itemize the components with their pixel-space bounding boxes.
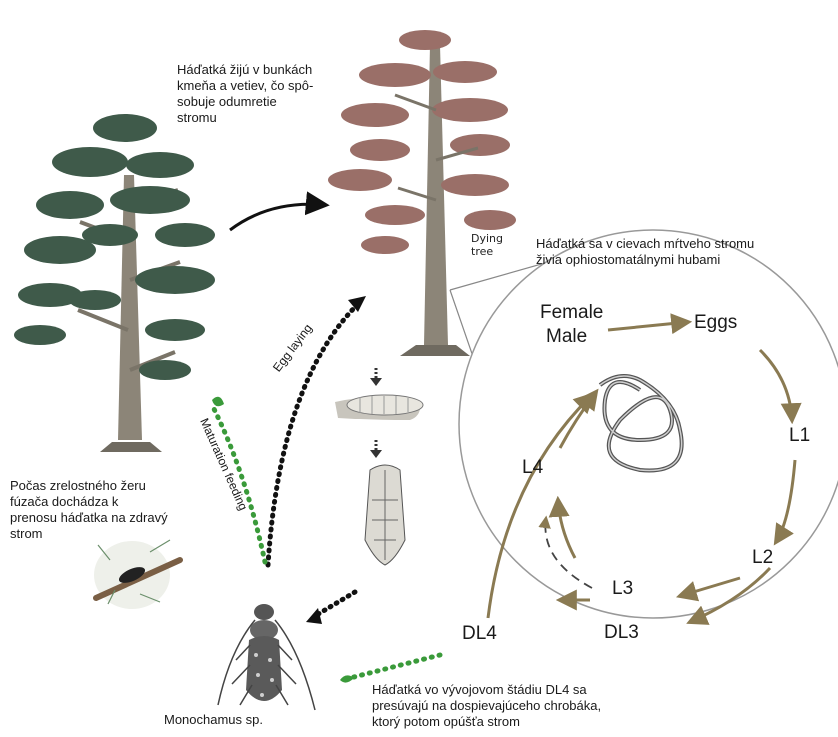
stage-dl3: DL3: [604, 622, 639, 644]
nematodes-in-cells-text: Háďatká žijú v bunkách kmeňa a vetiev, č…: [177, 62, 357, 126]
infection-arrow: [230, 204, 325, 230]
beetle-on-branch-inset: [94, 540, 180, 609]
beetle-label: Monochamus sp.: [164, 712, 263, 728]
egg-laying-dotted-arrow: [268, 302, 360, 565]
stage-eggs: Eggs: [694, 312, 737, 334]
dl4-transfer-dotted-line: [350, 655, 440, 678]
transmission-note-text: Počas zrelostného žeru fúzača dochádza k…: [10, 478, 210, 542]
stage-l4: L4: [522, 457, 543, 479]
stage-l3: L3: [612, 578, 633, 600]
larva-stage: [335, 368, 423, 420]
stage-l1: L1: [789, 425, 810, 447]
life-cycle-circle: [459, 230, 838, 618]
dying-tree-label: Dying tree: [471, 232, 521, 258]
stage-dl4: DL4: [462, 623, 497, 645]
dl4-transfer-note-text: Háďatká vo vývojovom štádiu DL4 sa presú…: [372, 682, 692, 730]
stage-male: Male: [546, 326, 587, 348]
monochamus-beetle: [218, 604, 315, 710]
adult-dotted-arrow: [315, 592, 355, 616]
nematodes-feed-fungi-text: Háďatká sa v cievach mŕtveho stromu živi…: [536, 236, 836, 268]
stage-l2: L2: [752, 547, 773, 569]
pupa-stage: [365, 440, 405, 565]
healthy-pine-tree: [14, 114, 215, 452]
stage-female: Female: [540, 302, 603, 324]
